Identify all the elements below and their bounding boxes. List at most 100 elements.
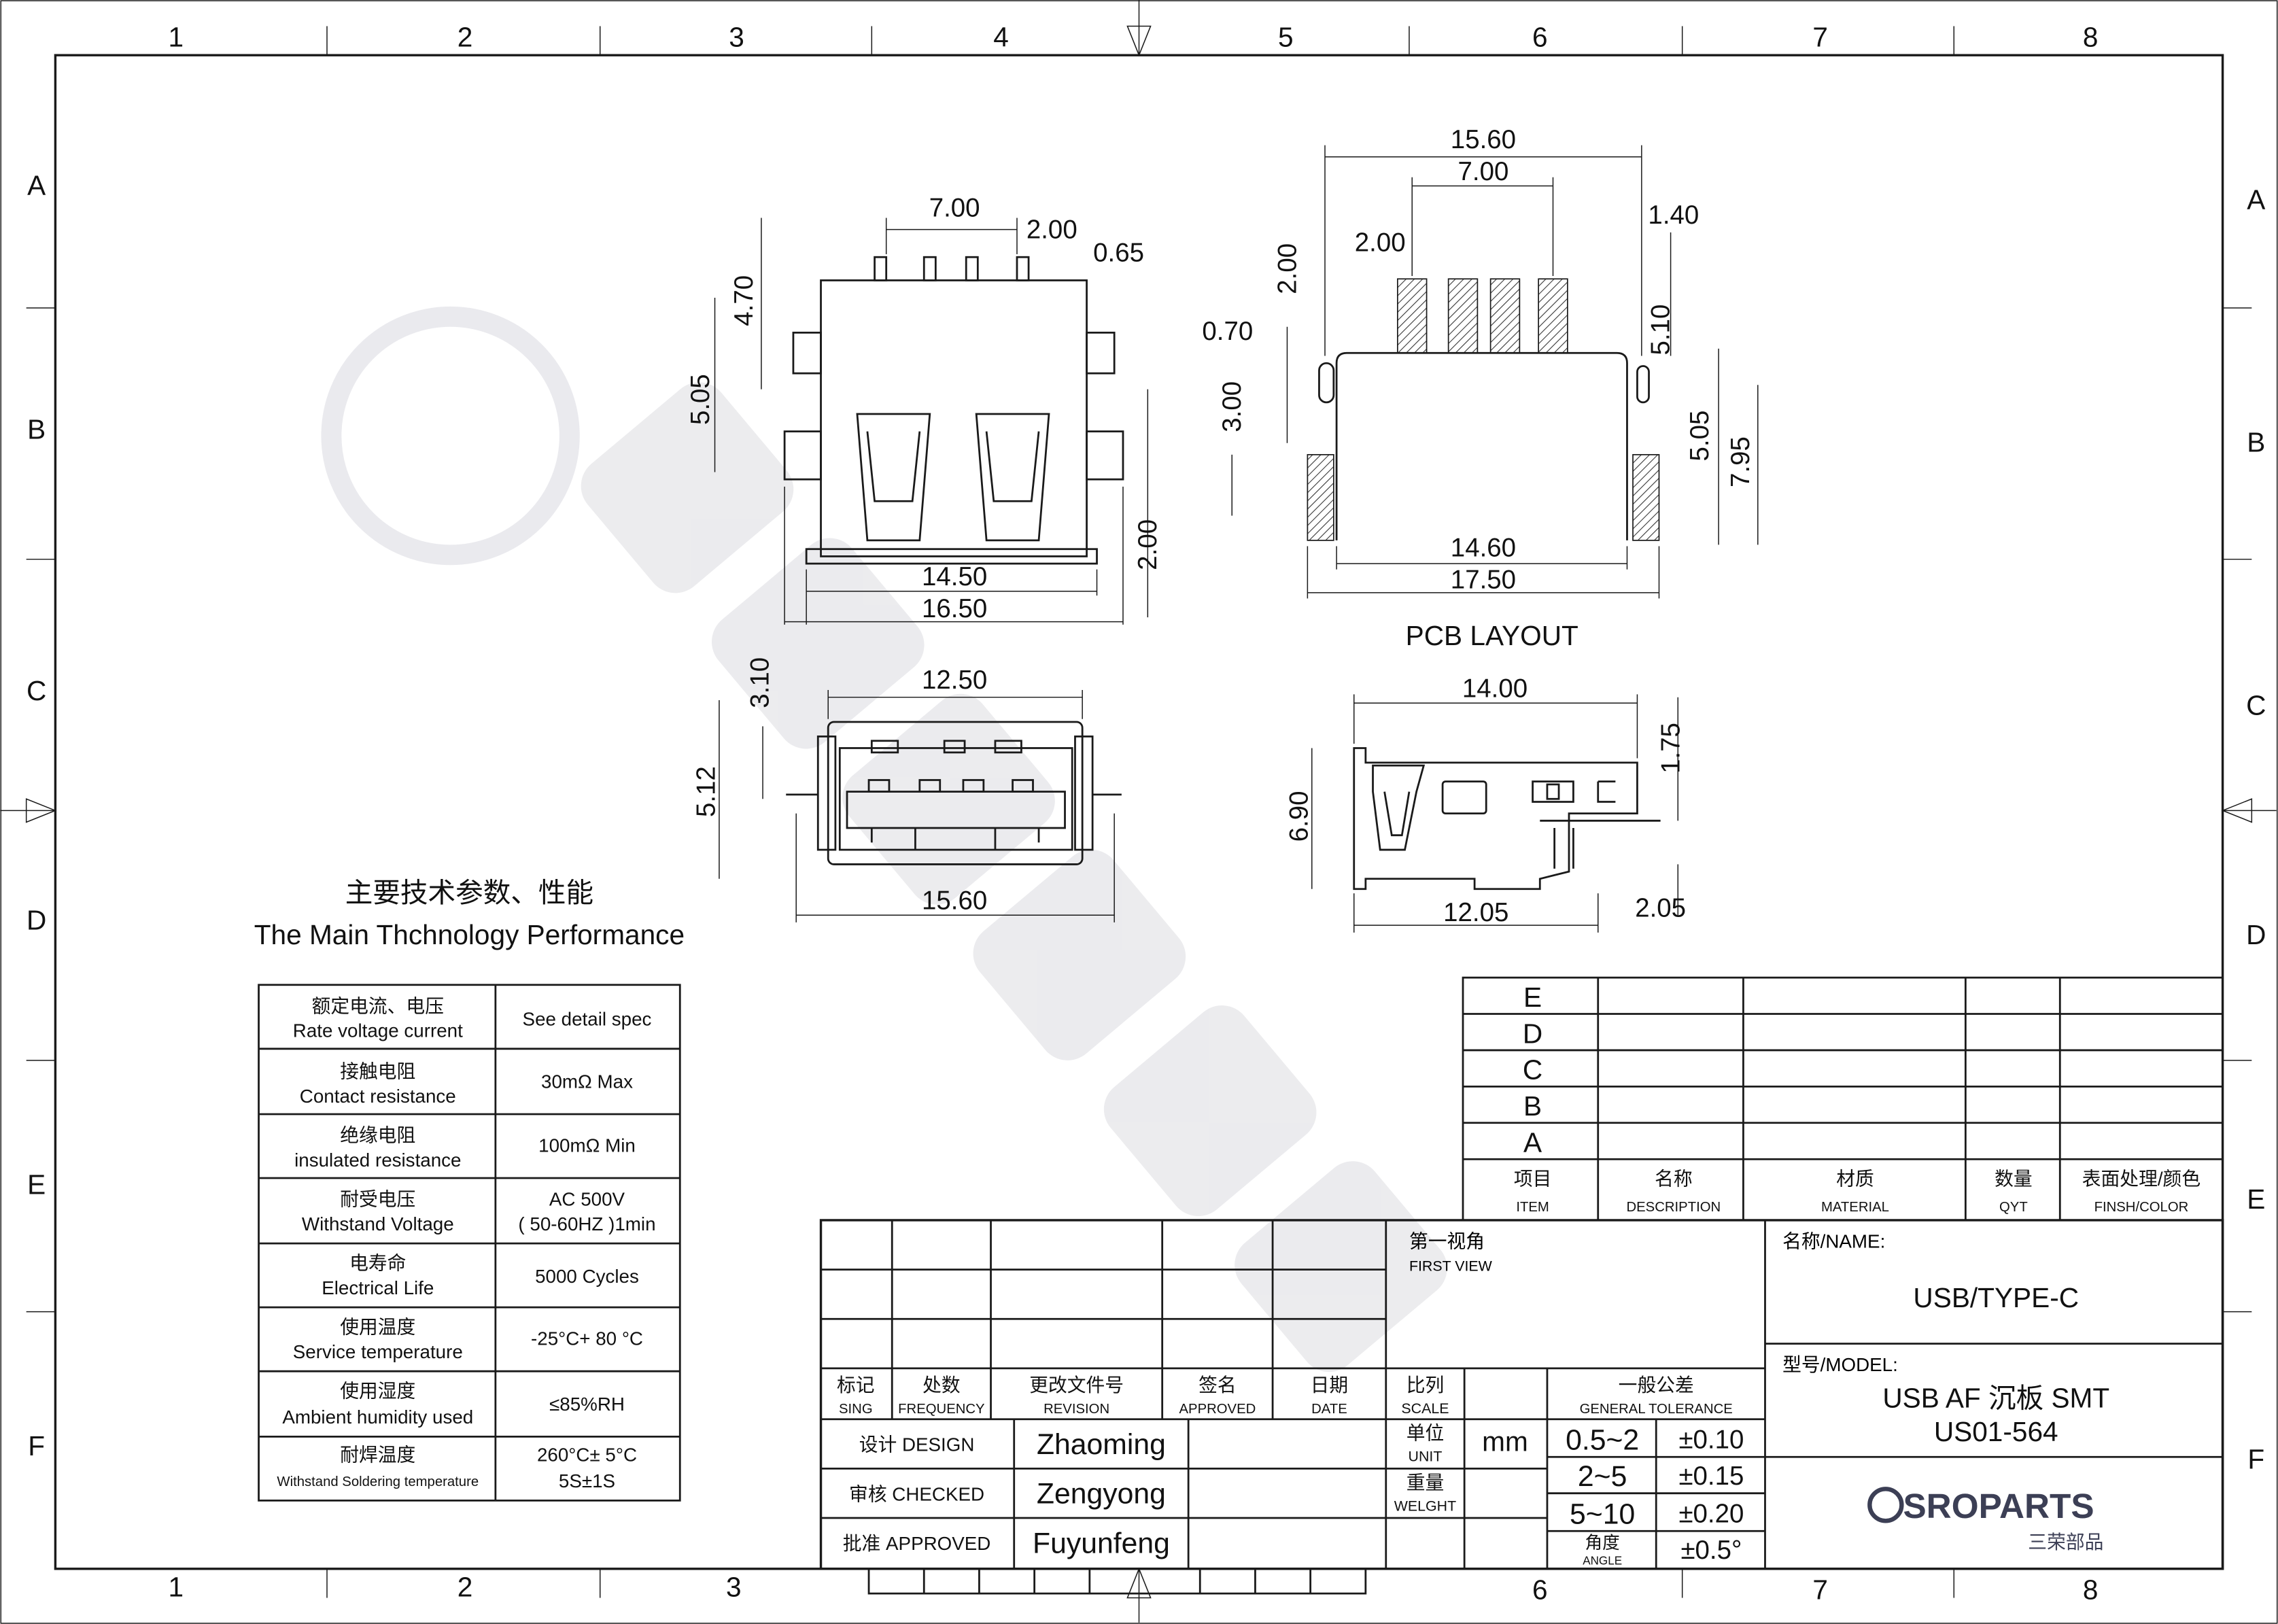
header-en: DESCRIPTION bbox=[1627, 1200, 1721, 1215]
spec-name-en: insulated resistance bbox=[294, 1150, 461, 1171]
angle-cn: 角度 bbox=[1585, 1533, 1620, 1553]
dimension-label: 17.50 bbox=[1451, 565, 1516, 594]
spec-name-cn: 额定电流、电压 bbox=[312, 995, 444, 1016]
model-line-1: USB AF 沉板 SMT bbox=[1882, 1383, 2109, 1414]
side-view: 14.00 1.75 6.90 12.05 2.05 bbox=[1284, 674, 1686, 933]
header-cn: 名称 bbox=[1655, 1169, 1693, 1190]
zone-col-label: 5 bbox=[1278, 21, 1294, 52]
revision-row-label: B bbox=[1523, 1090, 1542, 1122]
watermark bbox=[321, 306, 1447, 1372]
zone-col-label: 2 bbox=[458, 1571, 473, 1602]
front-view: 7.00 2.00 0.65 4.70 5.05 2.00 14.50 16.5… bbox=[686, 193, 1162, 625]
spec-name-en: Contact resistance bbox=[300, 1086, 456, 1107]
angle-en: ANGLE bbox=[1583, 1554, 1622, 1567]
model-label: 型号/MODEL: bbox=[1782, 1354, 1898, 1375]
dimension-label: 7.95 bbox=[1726, 436, 1755, 487]
header-en: SING bbox=[839, 1402, 873, 1417]
header-cn: 日期 bbox=[1311, 1375, 1349, 1396]
scale-en: SCALE bbox=[1401, 1400, 1449, 1417]
spec-name-en: Service temperature bbox=[293, 1341, 463, 1362]
first-view-en: FIRST VIEW bbox=[1409, 1258, 1493, 1275]
zone-col-label: 6 bbox=[1532, 1574, 1548, 1606]
dimension-label: 3.10 bbox=[746, 657, 775, 708]
zone-rows-left: A B C D E F bbox=[27, 169, 46, 1462]
zone-row-label: A bbox=[27, 169, 46, 201]
spec-value: 5S±1S bbox=[559, 1470, 615, 1491]
spec-name-cn: 使用温度 bbox=[340, 1317, 415, 1338]
zone-row-label: F bbox=[2247, 1443, 2264, 1474]
performance-title-en: The Main Thchnology Performance bbox=[254, 919, 685, 950]
zone-row-label: D bbox=[2246, 919, 2266, 950]
zone-row-label: C bbox=[27, 675, 46, 706]
signoff-label: 批准 APPROVED bbox=[843, 1533, 991, 1554]
name-label: 名称/NAME: bbox=[1782, 1231, 1885, 1252]
revision-row-label: C bbox=[1523, 1054, 1542, 1086]
spec-value: -25°C+ 80 °C bbox=[531, 1328, 643, 1349]
logo-text: SROPARTS bbox=[1903, 1487, 2094, 1525]
dimension-label: 7.00 bbox=[929, 193, 980, 222]
tolerance-value: ±0.15 bbox=[1678, 1462, 1744, 1491]
zone-col-label: 6 bbox=[1532, 21, 1548, 52]
spec-name-cn: 绝缘电阻 bbox=[340, 1125, 415, 1146]
spec-name-cn: 耐受电压 bbox=[340, 1189, 415, 1210]
performance-rows: 额定电流、电压 Rate voltage current See detail … bbox=[277, 995, 655, 1491]
dimension-label: 0.70 bbox=[1202, 317, 1253, 346]
zone-row-label: F bbox=[28, 1430, 45, 1462]
angle-value: ±0.5° bbox=[1680, 1536, 1742, 1565]
dimension-label: 3.00 bbox=[1218, 381, 1247, 432]
dimension-label: 12.05 bbox=[1443, 898, 1508, 927]
header-en: DATE bbox=[1311, 1402, 1347, 1417]
dimension-label: 2.00 bbox=[1273, 243, 1302, 294]
zone-rows-right: A B C D E F bbox=[2246, 184, 2266, 1475]
header-cn: 项目 bbox=[1514, 1169, 1552, 1190]
dimension-label: 15.60 bbox=[922, 886, 987, 916]
zone-col-label: 1 bbox=[168, 1571, 184, 1602]
tolerance-range: 0.5~2 bbox=[1566, 1424, 1639, 1457]
header-en: MATERIAL bbox=[1821, 1200, 1889, 1215]
spec-value: See detail spec bbox=[523, 1009, 652, 1030]
weight-en: WELGHT bbox=[1394, 1498, 1456, 1514]
zone-col-label: 3 bbox=[729, 21, 744, 52]
zone-row-label: B bbox=[27, 413, 46, 445]
performance-title-cn: 主要技术参数、性能 bbox=[345, 877, 593, 908]
dimension-label: 16.50 bbox=[922, 594, 987, 623]
signoff-name: Zhaoming bbox=[1037, 1428, 1166, 1461]
part-name: USB/TYPE-C bbox=[1913, 1282, 2079, 1313]
scale-cn: 比列 bbox=[1407, 1375, 1445, 1396]
dimension-label: 14.00 bbox=[1462, 674, 1528, 704]
spec-value: AC 500V bbox=[549, 1189, 625, 1210]
header-cn: 签名 bbox=[1198, 1375, 1237, 1396]
title-block: 标记 SING 处数 FREQUENCY 更改文件号 REVISION 签名 A… bbox=[819, 1219, 2224, 1595]
spec-name-cn: 电寿命 bbox=[349, 1253, 406, 1274]
zone-columns-top: 1 2 3 4 5 6 7 8 bbox=[168, 21, 2098, 52]
spec-name-en: Withstand Soldering temperature bbox=[277, 1474, 479, 1489]
spec-name-en: Ambient humidity used bbox=[282, 1406, 473, 1428]
signoff-name: Zengyong bbox=[1037, 1478, 1166, 1510]
spec-value: 260°C± 5°C bbox=[537, 1445, 637, 1466]
header-en: APPROVED bbox=[1179, 1402, 1256, 1417]
dimension-label: 2.00 bbox=[1026, 215, 1077, 244]
opening-view: 12.50 3.10 5.12 15.60 bbox=[692, 657, 1122, 922]
header-cn: 数量 bbox=[1995, 1169, 2033, 1190]
tolerance-en: GENERAL TOLERANCE bbox=[1580, 1402, 1733, 1417]
dimension-label: 4.70 bbox=[729, 275, 759, 326]
spec-name-en: Withstand Voltage bbox=[302, 1213, 454, 1234]
spec-name-cn: 耐焊温度 bbox=[340, 1445, 415, 1466]
zone-col-label: 3 bbox=[726, 1571, 742, 1602]
dimension-label: 5.05 bbox=[686, 374, 715, 425]
dimension-label: 5.05 bbox=[1685, 411, 1714, 462]
model-line-2: US01-564 bbox=[1934, 1416, 2058, 1447]
zone-row-label: B bbox=[2247, 427, 2265, 458]
revision-row-label: D bbox=[1523, 1018, 1542, 1049]
first-view-cn: 第一视角 bbox=[1409, 1231, 1485, 1252]
dimension-label: 5.10 bbox=[1646, 305, 1675, 356]
tolerance-cn: 一般公差 bbox=[1619, 1375, 1694, 1396]
tolerance-range: 2~5 bbox=[1578, 1460, 1627, 1493]
pcb-layout-view: 15.60 7.00 1.40 2.00 2.00 0.70 5.10 3.00… bbox=[1202, 125, 1759, 651]
dimension-label: 15.60 bbox=[1451, 125, 1516, 154]
dimension-label: 1.40 bbox=[1648, 201, 1699, 230]
zone-row-label: E bbox=[27, 1169, 46, 1200]
zone-row-label: A bbox=[2247, 184, 2265, 215]
zone-row-label: D bbox=[27, 905, 46, 936]
